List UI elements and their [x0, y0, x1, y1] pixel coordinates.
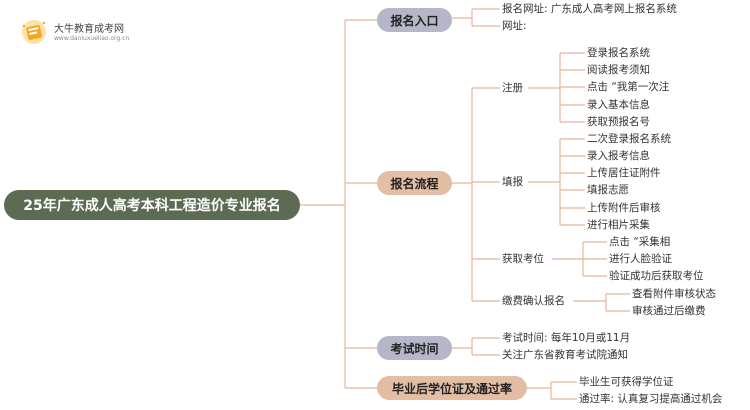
leaf-fill-5: 上传附件后审核 — [587, 202, 661, 214]
group-fill-in: 填报 — [502, 176, 523, 188]
leaf-exam-notice: 关注广东省教育考试院通知 — [502, 349, 628, 361]
site-logo[interactable]: 大牛教育成考网 www.daniuxueliao.org.cn — [18, 18, 148, 48]
group-signup: 注册 — [502, 82, 523, 94]
leaf-signup-1: 登录报名系统 — [587, 47, 650, 59]
logo-url: www.daniuxueliao.org.cn — [54, 35, 130, 42]
leaf-pay-2: 审核通过后缴费 — [632, 305, 706, 317]
group-payment: 缴费确认报名 — [502, 295, 565, 307]
leaf-fill-3: 上传居住证附件 — [587, 167, 661, 179]
leaf-registration-site: 报名网址: 广东成人高考网上报名系统 — [502, 3, 677, 15]
leaf-seat-2: 进行人脸验证 — [609, 253, 672, 265]
branch-registration-process[interactable]: 报名流程 — [377, 171, 452, 195]
leaf-fill-4: 填报志愿 — [587, 184, 629, 196]
leaf-exam-time: 考试时间: 每年10月或11月 — [502, 332, 631, 344]
leaf-fill-1: 二次登录报名系统 — [587, 133, 671, 145]
leaf-seat-3: 验证成功后获取考位 — [609, 270, 704, 282]
leaf-signup-2: 阅读报考须知 — [587, 64, 650, 76]
group-get-seat: 获取考位 — [502, 253, 544, 265]
leaf-fill-2: 录入报考信息 — [587, 150, 650, 162]
leaf-fill-6: 进行相片采集 — [587, 219, 650, 231]
branch-degree-pass-rate[interactable]: 毕业后学位证及通过率 — [377, 376, 527, 400]
branch-exam-time[interactable]: 考试时间 — [377, 336, 452, 360]
leaf-url: 网址: — [502, 20, 527, 32]
leaf-degree: 毕业生可获得学位证 — [579, 376, 674, 388]
leaf-signup-4: 录入基本信息 — [587, 99, 650, 111]
branch-registration-entry[interactable]: 报名入口 — [377, 8, 452, 32]
logo-title: 大牛教育成考网 — [54, 24, 124, 35]
leaf-seat-1: 点击 “采集相 — [609, 236, 671, 248]
leaf-signup-5: 获取预报名号 — [587, 116, 650, 128]
leaf-signup-3: 点击 “我第一次注 — [587, 81, 670, 93]
leaf-pass-rate: 通过率: 认真复习提高通过机会 — [579, 393, 723, 405]
root-topic[interactable]: 25年广东成人高考本科工程造价专业报名 — [4, 190, 300, 220]
leaf-pay-1: 查看附件审核状态 — [632, 288, 716, 300]
book-star-icon — [22, 20, 46, 44]
